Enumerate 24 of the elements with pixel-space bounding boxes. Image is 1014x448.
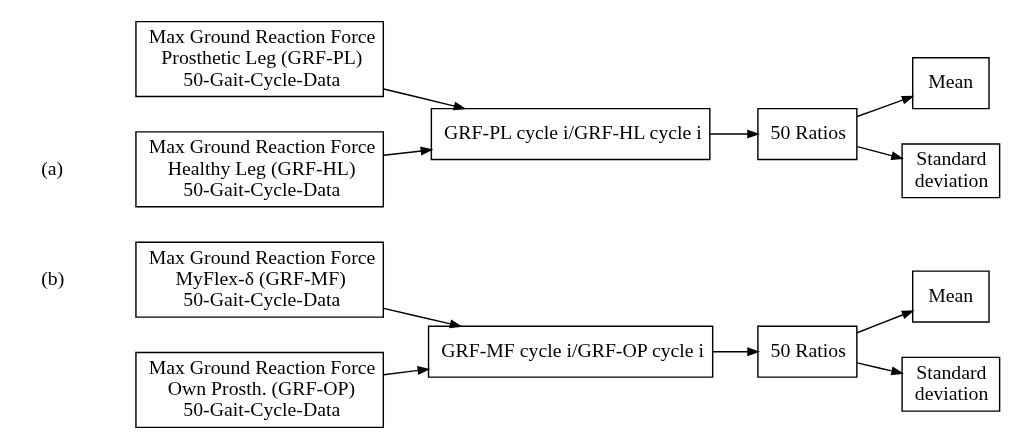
arrow: [383, 146, 434, 156]
node-box: Mean: [912, 56, 990, 109]
node-box: Max Ground Reaction Force Healthy Leg (GRF-HL) 50-Gait-Cycle-Data: [135, 130, 384, 208]
node-box: Standard deviation: [901, 142, 1001, 198]
node-box: Mean: [912, 269, 990, 323]
arrow: [856, 145, 904, 160]
arrow: [856, 361, 904, 375]
label: (a): [41, 156, 64, 179]
arrow: [712, 346, 760, 356]
arrow: [709, 129, 760, 138]
node-box: 50 Ratios: [757, 107, 858, 160]
node-box: Max Ground Reaction Force Prosthetic Leg (GRF-PL) 50-Gait-Cycle-Data: [135, 20, 384, 97]
node-box: GRF-PL cycle i/GRF-HL cycle i: [430, 107, 711, 160]
arrow: [383, 87, 467, 110]
node-box: Max Ground Reaction Force MyFlex-δ (GRF-MF) 50-Gait-Cycle-Data: [135, 240, 384, 318]
label: (b): [41, 266, 65, 289]
node-box: Max Ground Reaction Force Own Prosth. (GRF-OP) 50-Gait-Cycle-Data: [135, 351, 384, 428]
node-box: Standard deviation: [901, 356, 1001, 412]
arrow: [383, 307, 463, 328]
arrow: [856, 309, 915, 333]
arrow: [383, 365, 431, 375]
node-box: 50 Ratios: [757, 325, 858, 378]
node-box: GRF-MF cycle i/GRF-OP cycle i: [427, 325, 714, 378]
arrow: [856, 95, 915, 117]
